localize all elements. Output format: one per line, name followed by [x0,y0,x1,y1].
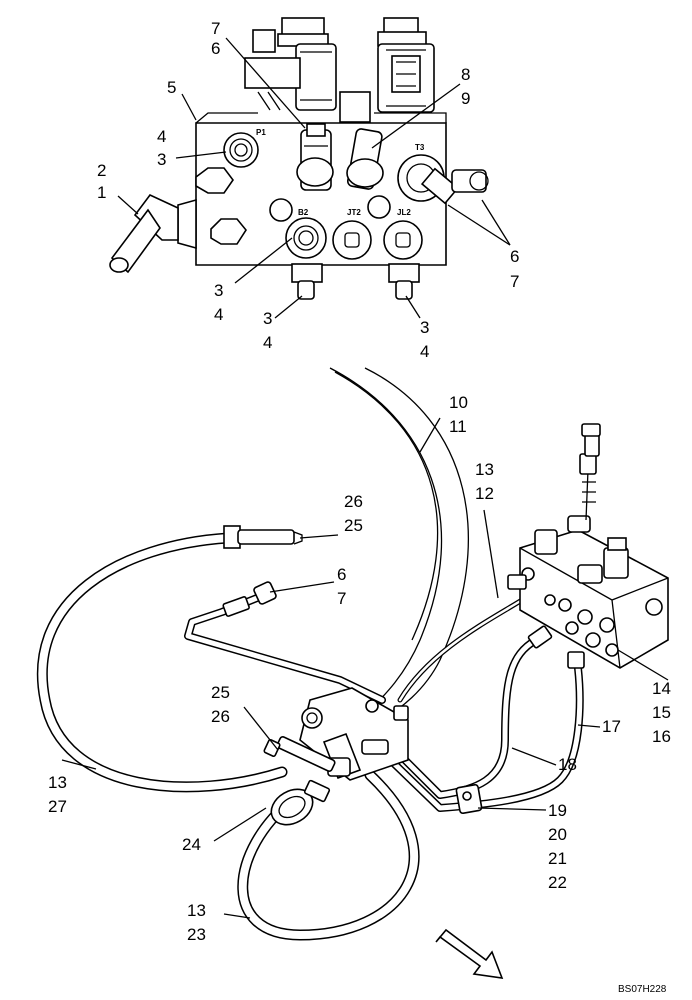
callout-23: 23 [187,925,206,944]
callout-6: 6 [510,247,519,266]
callout-10: 10 [449,393,468,412]
port-label-b2: B2 [298,208,309,217]
callout-26: 26 [344,492,363,511]
callout-3: 3 [420,318,429,337]
port-label-t3: T3 [415,143,425,152]
hose-assembly [36,367,669,979]
callout-4: 4 [157,127,166,146]
callout-6: 6 [337,565,346,584]
callout-4: 4 [214,305,223,324]
callout-3: 3 [157,150,166,169]
port-label-jt2: JT2 [347,208,361,217]
port-label-p1: P1 [256,128,266,137]
callout-3: 3 [214,281,223,300]
callout-25: 25 [344,516,363,535]
valve-body [109,112,489,300]
callout-8: 8 [461,65,470,84]
callout-numbers: 7 6 8 9 5 4 3 2 1 6 7 3 4 3 4 3 4 10 11 … [48,19,671,944]
callout-6: 6 [211,39,220,58]
callout-24: 24 [182,835,201,854]
callout-7: 7 [211,19,220,38]
figure-code: BS07H228 [618,984,667,995]
callout-14: 14 [652,679,671,698]
callout-20: 20 [548,825,567,844]
callout-25: 25 [211,683,230,702]
valve-block-detail: P1 T3 B2 JT2 JL2 [109,17,511,319]
callout-4: 4 [420,342,429,361]
port-label-jl2: JL2 [397,208,411,217]
callout-1: 1 [97,183,106,202]
callout-11: 11 [449,417,467,436]
callout-4: 4 [263,333,272,352]
callout-26: 26 [211,707,230,726]
hose-ring [270,779,331,826]
callout-16: 16 [652,727,671,746]
callout-22: 22 [548,873,567,892]
callout-7: 7 [337,589,346,608]
solenoid-left [244,17,337,111]
callout-17: 17 [602,717,621,736]
callout-7: 7 [510,272,519,291]
callout-21: 21 [548,849,567,868]
callout-18: 18 [558,755,577,774]
manifold-block [507,423,669,669]
callout-13: 13 [475,460,494,479]
callout-2: 2 [97,161,106,180]
callout-5: 5 [167,78,176,97]
callout-3: 3 [263,309,272,328]
tee-block [263,687,409,781]
hose-end-fitting [223,525,303,549]
callout-15: 15 [652,703,671,722]
callout-13: 13 [187,901,206,920]
center-nut [339,91,371,123]
callout-9: 9 [461,89,470,108]
callout-12: 12 [475,484,494,503]
callout-13: 13 [48,773,67,792]
solenoid-right [377,17,435,113]
callout-27: 27 [48,797,67,816]
tube-clamp [455,783,483,815]
direction-arrow [435,928,504,979]
callout-19: 19 [548,801,567,820]
